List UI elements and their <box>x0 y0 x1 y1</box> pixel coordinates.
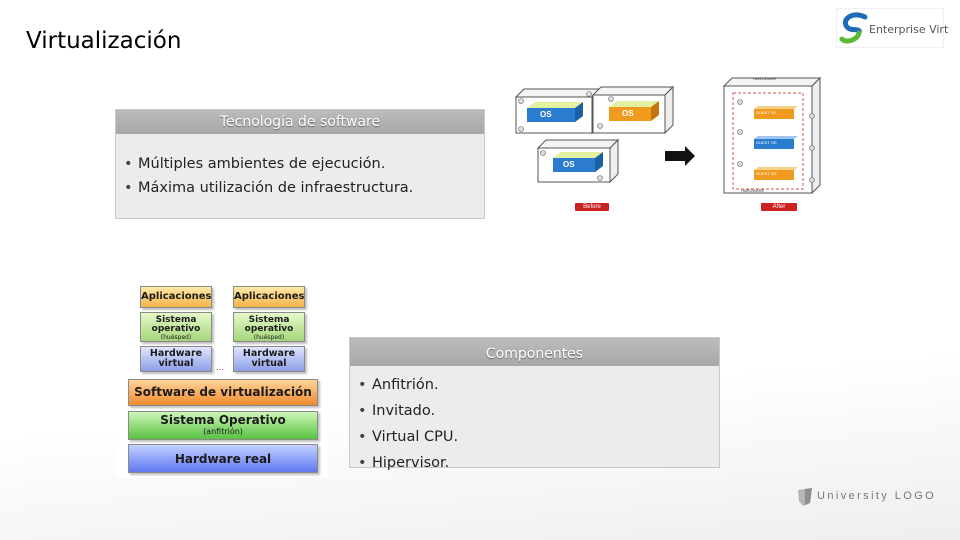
list-item: Hipervisor. <box>358 450 719 476</box>
after-badge: After <box>761 203 797 211</box>
virtualization-diagram-graphic <box>514 76 822 195</box>
os-label: OS <box>563 160 575 169</box>
before-badge: Before <box>575 203 609 211</box>
real-hardware-block: Hardware real <box>128 444 318 473</box>
guest-os-label: Sistema operativo <box>151 315 201 334</box>
before-server-box-3 <box>536 138 620 184</box>
list-item: Máxima utilización de infraestructura. <box>124 176 484 200</box>
after-server-tower <box>722 76 822 195</box>
university-logo-text: University LOGO <box>817 490 937 502</box>
list-item: Invitado. <box>358 398 719 424</box>
host-os-block: Sistema Operativo (anfitrión) <box>128 411 318 440</box>
before-server-box-1 <box>514 87 602 135</box>
hardware-label: HARDWARE <box>753 76 777 81</box>
components-list: Anfitrión. Invitado. Virtual CPU. Hiperv… <box>350 366 719 476</box>
guest-os-label: GUEST OS <box>756 171 777 176</box>
before-server-box-2 <box>591 85 675 135</box>
enterprise-logo-text: Enterprise Virt <box>869 23 949 36</box>
list-item: Virtual CPU. <box>358 424 719 450</box>
host-os-sublabel: (anfitrión) <box>203 427 243 436</box>
list-item: Múltiples ambientes de ejecución. <box>124 152 484 176</box>
guest-os-label: GUEST OS <box>756 110 777 115</box>
slide-title: Virtualización <box>26 28 182 54</box>
components-panel: Componentes Anfitrión. Invitado. Virtual… <box>349 337 720 476</box>
os-label: OS <box>622 109 634 118</box>
virtualization-software-block: Software de virtualización <box>128 379 318 406</box>
virtual-hardware-block: Hardware virtual <box>140 346 212 372</box>
right-arrow-icon <box>665 146 695 166</box>
guest-os-block: Sistema operativo (huésped) <box>233 312 305 342</box>
software-technology-header: Tecnología de software <box>116 110 484 134</box>
shield-logo-icon <box>798 488 812 506</box>
swirl-logo-icon <box>839 12 868 44</box>
virtualization-stack-diagram: Aplicaciones Aplicaciones Sistema operat… <box>116 270 328 478</box>
host-os-label: Sistema Operativo <box>160 413 286 427</box>
guest-os-sublabel: (huésped) <box>160 334 192 341</box>
components-header: Componentes <box>350 338 719 366</box>
list-item: Anfitrión. <box>358 372 719 398</box>
os-label: OS <box>540 110 552 119</box>
ellipsis: ... <box>216 362 224 372</box>
guest-os-label: GUEST OS <box>756 140 777 145</box>
university-logo: University LOGO <box>796 487 936 507</box>
hardware-label: HARDWARE <box>741 188 765 193</box>
guest-os-sublabel: (huésped) <box>253 334 285 341</box>
software-technology-panel: Tecnología de software Múltiples ambient… <box>115 109 485 219</box>
virtual-hardware-block: Hardware virtual <box>233 346 305 372</box>
before-after-diagram: Before After OS OS OS GUEST OS GUEST OS … <box>505 76 850 216</box>
software-technology-list: Múltiples ambientes de ejecución. Máxima… <box>116 134 484 200</box>
guest-os-label: Sistema operativo <box>244 315 294 334</box>
enterprise-logo: Enterprise Virt <box>836 8 948 48</box>
applications-block: Aplicaciones <box>233 286 305 308</box>
applications-block: Aplicaciones <box>140 286 212 308</box>
guest-os-block: Sistema operativo (huésped) <box>140 312 212 342</box>
